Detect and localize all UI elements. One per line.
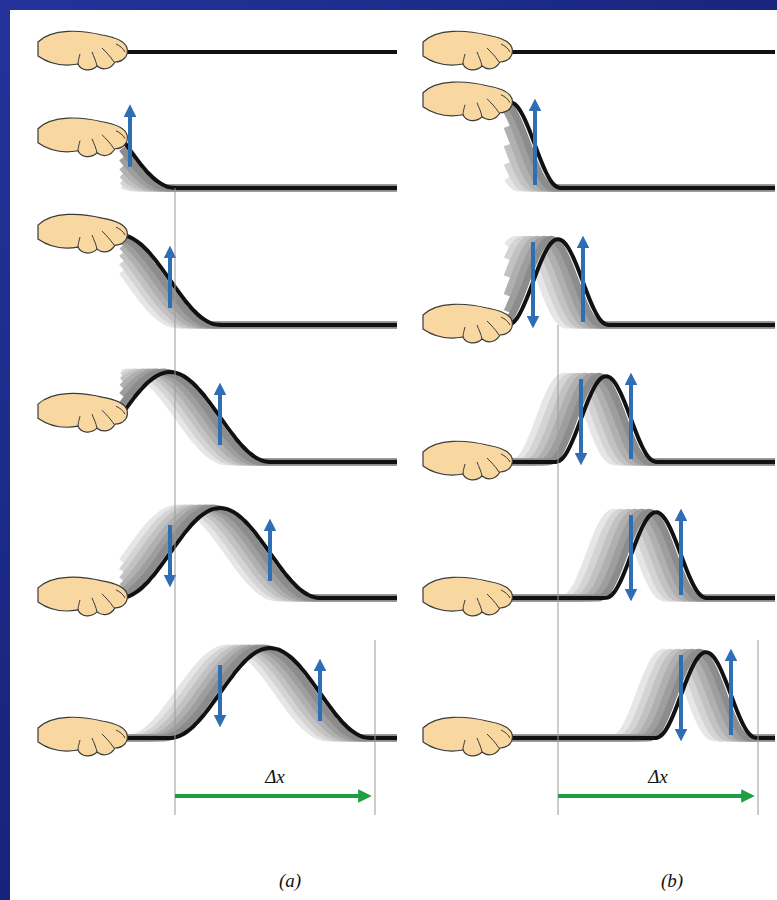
hand xyxy=(38,118,127,157)
string-pulse xyxy=(122,508,397,598)
ghost-string xyxy=(507,376,775,462)
string-pulse xyxy=(122,139,397,188)
ghost-string xyxy=(122,648,397,738)
velocity-arrow xyxy=(168,525,172,581)
string-pulse xyxy=(507,512,775,598)
ghost-string xyxy=(122,149,397,188)
hand xyxy=(38,393,127,432)
string-pulse xyxy=(507,376,775,462)
ghost-string xyxy=(122,237,397,325)
ghost-string xyxy=(507,512,775,598)
ghost-string xyxy=(122,508,397,598)
ghost-string xyxy=(122,372,397,462)
velocity-arrow xyxy=(218,389,222,445)
velocity-arrow xyxy=(679,515,683,595)
string-pulse xyxy=(122,648,397,738)
velocity-arrow xyxy=(531,242,535,322)
ghost-string xyxy=(507,652,775,738)
reference-line xyxy=(375,640,376,815)
ghost-string xyxy=(507,239,775,325)
velocity-arrow xyxy=(168,252,172,308)
string-pulse xyxy=(122,372,397,462)
ghost-string xyxy=(122,508,397,598)
velocity-arrow xyxy=(581,242,585,322)
ghost-string xyxy=(507,512,775,598)
velocity-arrow xyxy=(579,379,583,459)
ghost-string xyxy=(507,239,775,325)
hand xyxy=(423,82,512,121)
velocity-arrow xyxy=(629,515,633,595)
ghost-string xyxy=(122,372,397,462)
ghost-string xyxy=(122,648,397,738)
ghost-string xyxy=(507,239,775,325)
ghost-string xyxy=(122,648,397,738)
ghost-string xyxy=(122,508,397,598)
displacement-label: Δx xyxy=(648,767,668,786)
hand xyxy=(38,717,127,756)
hand xyxy=(38,577,127,616)
ghost-string xyxy=(507,239,775,325)
ghost-string xyxy=(507,512,775,598)
ghost-string xyxy=(507,512,775,598)
velocity-arrow xyxy=(318,665,322,721)
ghost-string xyxy=(122,508,397,598)
string-pulse xyxy=(507,652,775,738)
ghost-string xyxy=(507,652,775,738)
ghost-string xyxy=(507,239,775,325)
displacement-arrow xyxy=(558,794,748,798)
ghost-string xyxy=(122,648,397,738)
ghost-string xyxy=(507,512,775,598)
hand xyxy=(423,577,512,616)
ghost-string xyxy=(122,372,397,462)
ghost-string xyxy=(122,508,397,598)
ghost-string xyxy=(122,372,397,462)
panel-label: (b) xyxy=(661,871,683,890)
string-pulse xyxy=(507,239,775,325)
velocity-arrow xyxy=(679,655,683,735)
velocity-arrow xyxy=(128,111,132,167)
ghost-string xyxy=(507,376,775,462)
panel-label: (a) xyxy=(279,871,301,890)
velocity-arrow xyxy=(729,655,733,735)
velocity-arrow xyxy=(533,105,537,185)
displacement-label: Δx xyxy=(265,767,285,786)
ghost-string xyxy=(507,376,775,462)
ghost-string xyxy=(507,376,775,462)
hand xyxy=(423,31,512,70)
string-pulse xyxy=(122,235,397,325)
hand xyxy=(38,31,127,70)
string-pulse xyxy=(507,50,775,54)
ghost-string xyxy=(507,376,775,462)
velocity-arrow xyxy=(629,379,633,459)
hand xyxy=(38,214,127,253)
ghost-string xyxy=(507,376,775,462)
velocity-arrow xyxy=(268,525,272,581)
string-pulse xyxy=(122,50,397,54)
white-panel xyxy=(10,10,777,900)
ghost-string xyxy=(122,372,397,462)
ghost-string xyxy=(507,652,775,738)
reference-line xyxy=(758,640,759,815)
reference-line xyxy=(175,188,176,815)
velocity-arrow xyxy=(218,665,222,721)
hand xyxy=(423,304,512,343)
hand xyxy=(423,441,512,480)
hand xyxy=(423,717,512,756)
string-pulse xyxy=(507,102,775,188)
ghost-string xyxy=(507,512,775,598)
ghost-string xyxy=(122,508,397,598)
ghost-string xyxy=(122,648,397,738)
ghost-string xyxy=(507,652,775,738)
ghost-string xyxy=(507,239,775,325)
ghost-string xyxy=(507,652,775,738)
ghost-string xyxy=(507,652,775,738)
reference-line xyxy=(558,325,559,815)
ghost-string xyxy=(122,372,397,462)
displacement-arrow xyxy=(175,794,365,798)
ghost-string xyxy=(122,648,397,738)
